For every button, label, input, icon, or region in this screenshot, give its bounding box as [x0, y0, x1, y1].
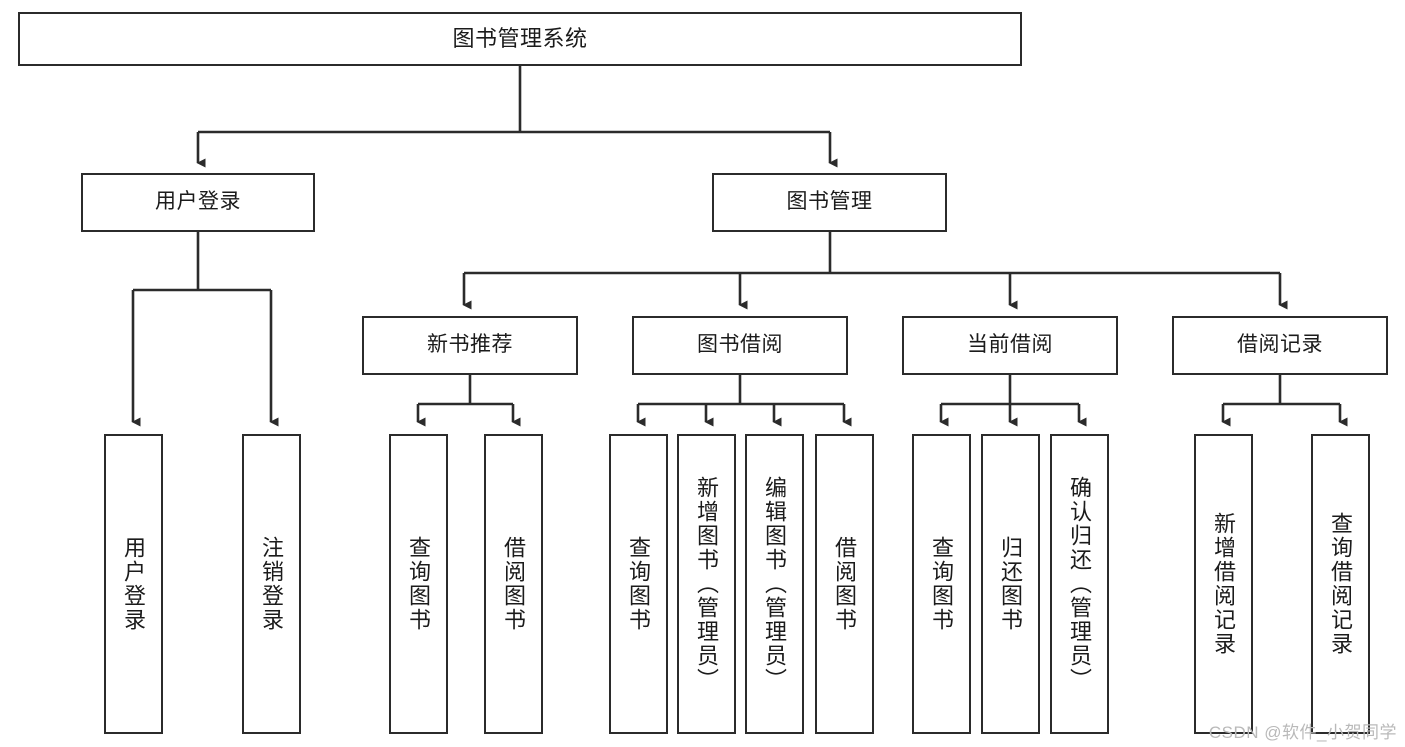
- node-label: 图书管理: [786, 190, 873, 214]
- node-book-borrow[interactable]: 图书借阅: [632, 316, 848, 375]
- leaf-return-book[interactable]: 归还图书: [981, 434, 1040, 734]
- node-user-login[interactable]: 用户登录: [81, 173, 315, 232]
- leaf-borrow-book-recommend[interactable]: 借阅图书: [484, 434, 543, 734]
- node-label: 借阅图书: [832, 536, 858, 632]
- node-label: 查询图书: [626, 536, 652, 632]
- node-label: 借阅记录: [1237, 333, 1323, 357]
- leaf-query-book-borrow[interactable]: 查询图书: [609, 434, 668, 734]
- node-book-management[interactable]: 图书管理: [712, 173, 947, 232]
- node-label: 用户登录: [155, 190, 241, 214]
- node-label: 当前借阅: [967, 333, 1053, 357]
- leaf-edit-book-admin[interactable]: 编辑图书（管理员）: [745, 434, 804, 734]
- node-label: 新书推荐: [427, 333, 513, 357]
- leaf-confirm-return-admin[interactable]: 确认归还（管理员）: [1050, 434, 1109, 734]
- node-borrow-record[interactable]: 借阅记录: [1172, 316, 1388, 375]
- node-root-book-management-system[interactable]: 图书管理系统: [18, 12, 1022, 66]
- leaf-user-login[interactable]: 用户登录: [104, 434, 163, 734]
- node-label: 图书管理系统: [452, 26, 588, 52]
- node-label: 查询借阅记录: [1328, 512, 1354, 656]
- leaf-borrow-book-borrow[interactable]: 借阅图书: [815, 434, 874, 734]
- leaf-add-borrow-record[interactable]: 新增借阅记录: [1194, 434, 1253, 734]
- leaf-query-book-current[interactable]: 查询图书: [912, 434, 971, 734]
- node-label: 查询图书: [929, 536, 955, 632]
- leaf-query-book-recommend[interactable]: 查询图书: [389, 434, 448, 734]
- node-label: 新增借阅记录: [1211, 512, 1237, 656]
- node-label: 图书借阅: [697, 333, 783, 357]
- node-new-book-recommend[interactable]: 新书推荐: [362, 316, 578, 375]
- leaf-logout-login[interactable]: 注销登录: [242, 434, 301, 734]
- node-label: 归还图书: [998, 536, 1024, 632]
- node-label: 用户登录: [121, 536, 147, 632]
- leaf-query-borrow-record[interactable]: 查询借阅记录: [1311, 434, 1370, 734]
- node-label: 确认归还（管理员）: [1067, 476, 1093, 692]
- node-label: 借阅图书: [501, 536, 527, 632]
- node-label: 编辑图书（管理员）: [762, 476, 788, 692]
- csdn-watermark: CSDN @软件_小贺同学: [1208, 723, 1397, 742]
- node-label: 注销登录: [259, 536, 285, 632]
- leaf-add-book-admin[interactable]: 新增图书（管理员）: [677, 434, 736, 734]
- node-label: 新增图书（管理员）: [694, 476, 720, 692]
- node-current-borrow[interactable]: 当前借阅: [902, 316, 1118, 375]
- node-label: 查询图书: [406, 536, 432, 632]
